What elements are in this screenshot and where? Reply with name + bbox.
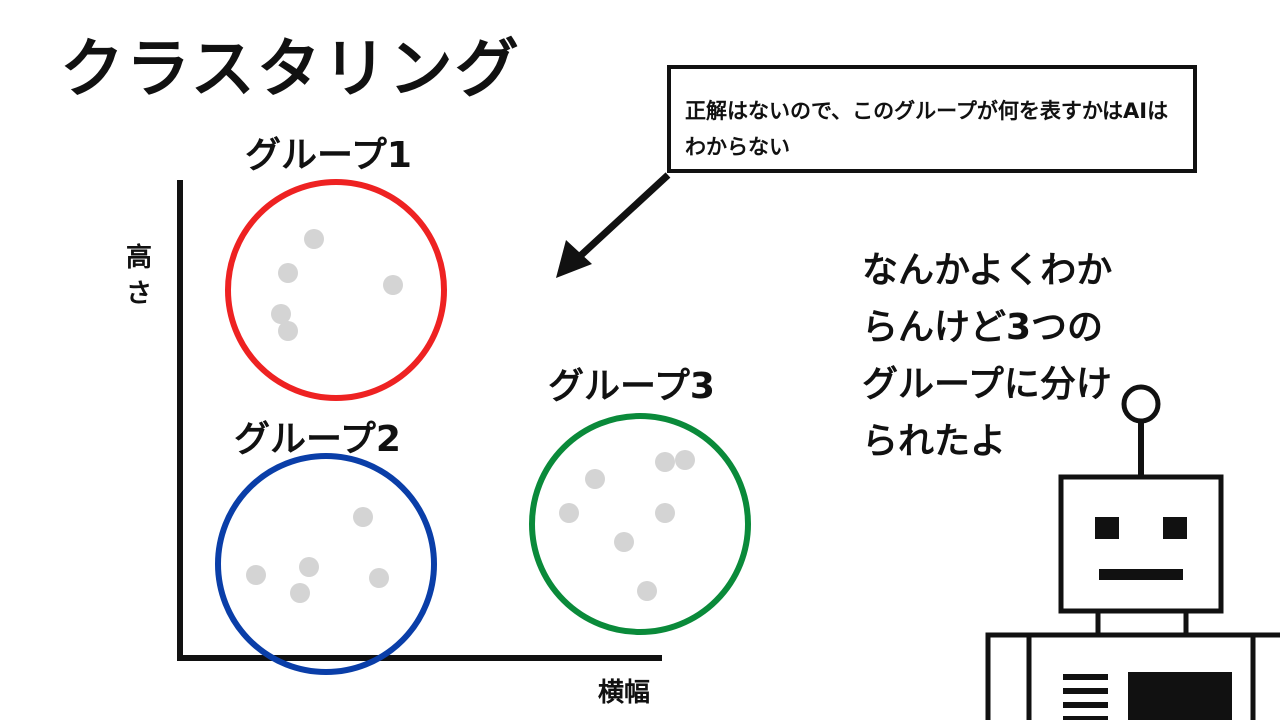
callout-box: 正解はないので、このグループが何を表すかはAIはわからない — [667, 65, 1197, 173]
callout-text: 正解はないので、このグループが何を表すかはAIはわからない — [685, 99, 1169, 159]
data-point — [246, 565, 266, 585]
data-point — [369, 568, 389, 588]
data-point — [585, 469, 605, 489]
callout-arrow-head — [556, 240, 592, 278]
group-1-label: グループ1 — [245, 135, 412, 176]
callout-arrow-line — [575, 172, 671, 261]
robot-antenna-ball — [1121, 384, 1161, 424]
data-point — [675, 450, 695, 470]
group-2-label: グループ2 — [234, 419, 401, 460]
robot-neck — [1095, 608, 1189, 638]
group-2-circle — [215, 453, 437, 675]
data-point — [304, 229, 324, 249]
robot-icon — [985, 384, 1280, 720]
data-point — [655, 503, 675, 523]
robot-right-eye — [1163, 517, 1187, 539]
data-point — [637, 581, 657, 601]
robot-mouth — [1099, 569, 1183, 580]
group-3-circle — [529, 413, 751, 635]
data-point — [278, 263, 298, 283]
x-axis-label: 横幅 — [598, 678, 651, 708]
data-point — [383, 275, 403, 295]
data-point — [559, 503, 579, 523]
group-1-points — [271, 229, 403, 341]
page-title: クラスタリング — [60, 33, 521, 107]
data-point — [290, 583, 310, 603]
y-axis-label: 高さ — [125, 243, 152, 309]
data-point — [271, 304, 291, 324]
data-point — [614, 532, 634, 552]
robot-left-eye — [1095, 517, 1119, 539]
group-2-points — [246, 507, 389, 603]
data-point — [299, 557, 319, 577]
axes-lines — [177, 180, 662, 661]
robot-panel — [1128, 672, 1232, 720]
group-1-circle — [225, 179, 447, 401]
group-3-points — [559, 450, 695, 601]
robot-head — [1058, 474, 1224, 614]
group-3-label: グループ3 — [548, 366, 715, 407]
data-point — [278, 321, 298, 341]
data-point — [353, 507, 373, 527]
robot-vent — [1063, 674, 1108, 720]
data-point — [655, 452, 675, 472]
robot-speech-text: なんかよくわからんけど3つのグループに分けられたよ — [862, 250, 1113, 462]
